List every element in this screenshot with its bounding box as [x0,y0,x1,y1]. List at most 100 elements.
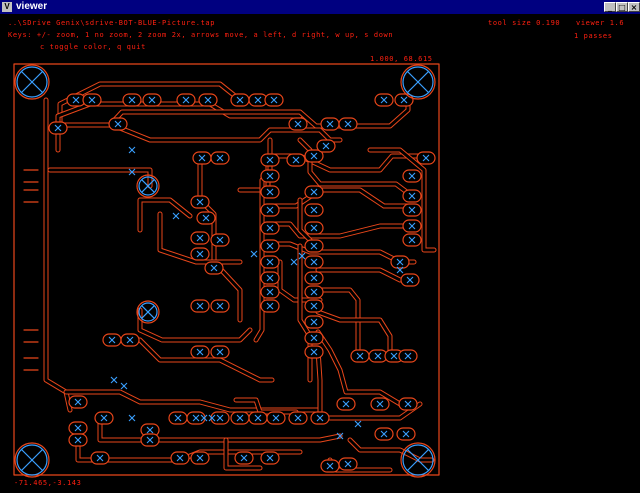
drill-point-icon [172,212,180,220]
drill-point-icon [310,302,318,310]
drill-point-icon [266,156,274,164]
edge-tab [23,329,39,343]
drill-point-icon [192,414,200,422]
drill-point-icon [310,206,318,214]
drill-point-icon [298,252,306,260]
drill-point-icon [236,414,244,422]
drill-point-icon [200,414,208,422]
bottom-left-coordinate: -71.465,-3.143 [14,479,82,487]
drill-point-icon [236,96,244,104]
drill-point-icon [196,302,204,310]
drill-point-icon [400,96,408,104]
drill-point-icon [174,414,182,422]
drill-point-icon [342,400,350,408]
drill-point-icon [196,454,204,462]
drill-point-icon [376,400,384,408]
drill-point-icon [322,142,330,150]
trace-inner [138,308,252,342]
drill-point-icon [148,96,156,104]
drill-point-icon [266,454,274,462]
mounting-hole-icon [400,64,436,100]
trace-inner [98,416,342,442]
drill-points [54,96,430,470]
drill-point-icon [196,348,204,356]
mounting-hole-icon [136,300,160,324]
trace-inner [316,310,392,354]
trace-outer [265,187,415,209]
drill-point-icon [354,420,362,428]
drill-point-icon [126,336,134,344]
drill-point-icon [210,264,218,272]
trace-inner [64,390,322,412]
drill-point-icon [128,168,136,176]
drill-point-icon [310,188,318,196]
drill-point-icon [54,124,62,132]
title-bar[interactable]: V viewer _ □ × [0,0,640,14]
drill-point-icon [294,414,302,422]
trace-inner [266,222,414,238]
drill-point-icon [266,224,274,232]
drill-point-icon [74,436,82,444]
drill-point-icon [110,376,118,384]
drill-point-icon [208,414,216,422]
drill-point-icon [216,236,224,244]
mounting-hole-icon [14,442,50,478]
drill-point-icon [272,414,280,422]
drill-point-icon [408,192,416,200]
pcb-toolpath-canvas[interactable] [0,14,640,493]
drill-point-icon [216,348,224,356]
drill-point-icon [88,96,96,104]
drill-point-icon [198,154,206,162]
minimize-icon[interactable]: _ [604,2,616,12]
drill-point-icon [266,188,274,196]
drill-point-icon [266,258,274,266]
drill-point-icon [254,96,262,104]
drill-point-icon [202,214,210,222]
trace-inner [316,268,416,282]
drill-point-icon [196,234,204,242]
edge-tab [23,357,39,371]
drill-point-icon [310,152,318,160]
drill-point-icon [408,222,416,230]
drill-point-icon [380,430,388,438]
drill-point-icon [310,318,318,326]
drill-point-icon [266,206,274,214]
drill-point-icon [96,454,104,462]
trace-inner [316,330,402,406]
viewer-version-text: viewer 1.6 [576,19,625,27]
drill-point-icon [74,398,82,406]
drill-point-icon [182,96,190,104]
drill-point-icon [120,382,128,390]
drill-point-icon [396,258,404,266]
file-path-text: ..\SDrive Genix\sdrive-BOT-BLUE-Picture.… [8,19,216,27]
edge-tab [23,189,39,203]
drill-point-icon [326,120,334,128]
drill-point-icon [408,236,416,244]
drill-point-icon [196,250,204,258]
maximize-icon[interactable]: □ [616,2,628,12]
trace-inner [348,438,434,462]
drill-point-icon [310,274,318,282]
drill-point-icon [344,460,352,468]
drill-point-icon [266,242,274,250]
top-right-coordinate: 1.000, 68.615 [370,55,433,63]
drill-point-icon [310,288,318,296]
board-outline [13,63,440,476]
drill-point-icon [408,206,416,214]
drill-point-icon [216,302,224,310]
drill-point-icon [310,334,318,342]
tool-size-text: tool size 0.190 [488,19,561,27]
drill-point-icon [250,250,258,258]
drill-point-icon [100,414,108,422]
drill-point-icon [266,288,274,296]
window-app-icon[interactable]: V [2,2,12,12]
trace-inner [266,188,414,208]
trace-inner [48,168,152,188]
drill-point-icon [310,348,318,356]
drill-point-icon [72,96,80,104]
trace-inner [368,148,436,252]
drill-point-icon [408,172,416,180]
close-icon[interactable]: × [628,2,640,12]
drill-point-icon [204,96,212,104]
